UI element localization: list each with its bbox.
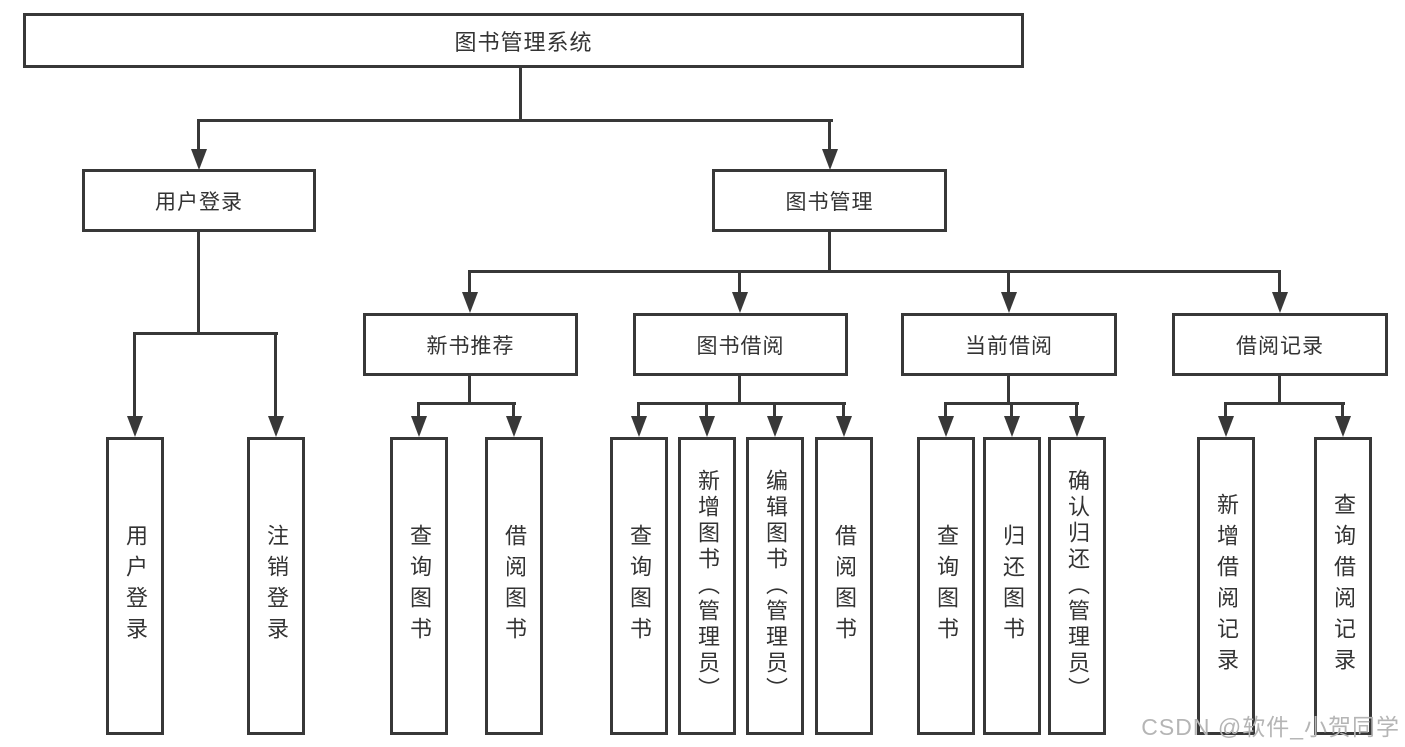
connector-line [1341,402,1344,418]
connector-line [1224,402,1345,405]
leaf-query-borrow-record: 查询借阅记录 [1314,437,1372,735]
node-borrow-records: 借阅记录 [1172,313,1388,376]
node-root: 图书管理系统 [23,13,1024,68]
connector-line [828,119,831,151]
connector-line [842,402,845,418]
arrowhead-down-icon [836,416,852,437]
arrowhead-down-icon [732,292,748,313]
leaf-add-borrow-record-label: 新增借阅记录 [1214,493,1239,679]
connector-line [1075,402,1078,418]
connector-line [1010,402,1013,418]
arrowhead-down-icon [191,149,207,170]
leaf-confirm-return-admin-label: 确认归还（管理员） [1065,469,1090,703]
leaf-borrow-book-recommend-label: 借阅图书 [502,524,527,648]
leaf-query-book-borrow-label: 查询图书 [627,524,652,648]
leaf-edit-book-admin-label: 编辑图书（管理员） [763,469,788,703]
arrowhead-down-icon [127,416,143,437]
node-root-label: 图书管理系统 [454,29,593,55]
leaf-query-book-recommend-label: 查询图书 [407,524,432,648]
connector-line [944,402,947,418]
connector-line [417,402,516,405]
leaf-logout-label: 注销登录 [264,524,289,648]
connector-line [705,402,708,418]
leaf-borrow-book-recommend: 借阅图书 [485,437,543,735]
connector-line [637,402,640,418]
leaf-add-borrow-record: 新增借阅记录 [1197,437,1255,735]
connector-line [468,374,471,405]
arrowhead-down-icon [462,292,478,313]
watermark: CSDN @软件_小贺同学 [1141,714,1400,740]
connector-line [468,270,471,294]
leaf-confirm-return-admin: 确认归还（管理员） [1048,437,1106,735]
connector-line [1278,374,1281,405]
node-user-login-label: 用户登录 [155,190,243,214]
arrowhead-down-icon [767,416,783,437]
connector-line [1278,270,1281,294]
connector-line [468,270,1281,273]
connector-line [197,119,200,151]
leaf-user-login-label: 用户登录 [123,524,148,648]
connector-line [1224,402,1227,418]
arrowhead-down-icon [1335,416,1351,437]
leaf-query-book-current-label: 查询图书 [934,524,959,648]
node-current-borrow-label: 当前借阅 [965,334,1053,358]
leaf-edit-book-admin: 编辑图书（管理员） [746,437,804,735]
node-new-book-recommend-label: 新书推荐 [426,334,515,358]
arrowhead-down-icon [1004,416,1020,437]
connector-line [738,374,741,405]
node-current-borrow: 当前借阅 [901,313,1117,376]
leaf-add-book-admin-label: 新增图书（管理员） [695,469,720,703]
connector-line [1007,374,1010,405]
connector-line [1007,270,1010,294]
arrowhead-down-icon [1272,292,1288,313]
connector-line [828,230,831,273]
connector-line [274,332,277,417]
connector-line [197,230,200,335]
leaf-query-book-borrow: 查询图书 [610,437,668,735]
arrowhead-down-icon [822,149,838,170]
leaf-query-book-current: 查询图书 [917,437,975,735]
leaf-return-book: 归还图书 [983,437,1041,735]
leaf-user-login: 用户登录 [106,437,164,735]
arrowhead-down-icon [938,416,954,437]
node-book-management: 图书管理 [712,169,947,232]
connector-line [519,66,522,120]
connector-line [133,332,136,417]
node-book-management-label: 图书管理 [785,190,874,214]
node-new-book-recommend: 新书推荐 [363,313,578,376]
node-borrow-records-label: 借阅记录 [1236,334,1324,358]
leaf-borrow-book-label: 借阅图书 [832,524,857,648]
connector-line [773,402,776,418]
arrowhead-down-icon [411,416,427,437]
node-book-borrow-label: 图书借阅 [696,334,785,358]
arrowhead-down-icon [1218,416,1234,437]
connector-line [417,402,420,418]
arrowhead-down-icon [699,416,715,437]
leaf-query-borrow-record-label: 查询借阅记录 [1331,493,1356,679]
leaf-add-book-admin: 新增图书（管理员） [678,437,736,735]
connector-line [197,119,833,122]
node-user-login: 用户登录 [82,169,316,232]
leaf-borrow-book: 借阅图书 [815,437,873,735]
connector-line [512,402,515,418]
leaf-query-book-recommend: 查询图书 [390,437,448,735]
leaf-return-book-label: 归还图书 [1000,524,1025,648]
node-book-borrow: 图书借阅 [633,313,848,376]
arrowhead-down-icon [631,416,647,437]
connector-line [738,270,741,294]
leaf-logout: 注销登录 [247,437,305,735]
arrowhead-down-icon [1001,292,1017,313]
arrowhead-down-icon [506,416,522,437]
arrowhead-down-icon [268,416,284,437]
connector-line [637,402,846,405]
arrowhead-down-icon [1069,416,1085,437]
connector-line [133,332,278,335]
